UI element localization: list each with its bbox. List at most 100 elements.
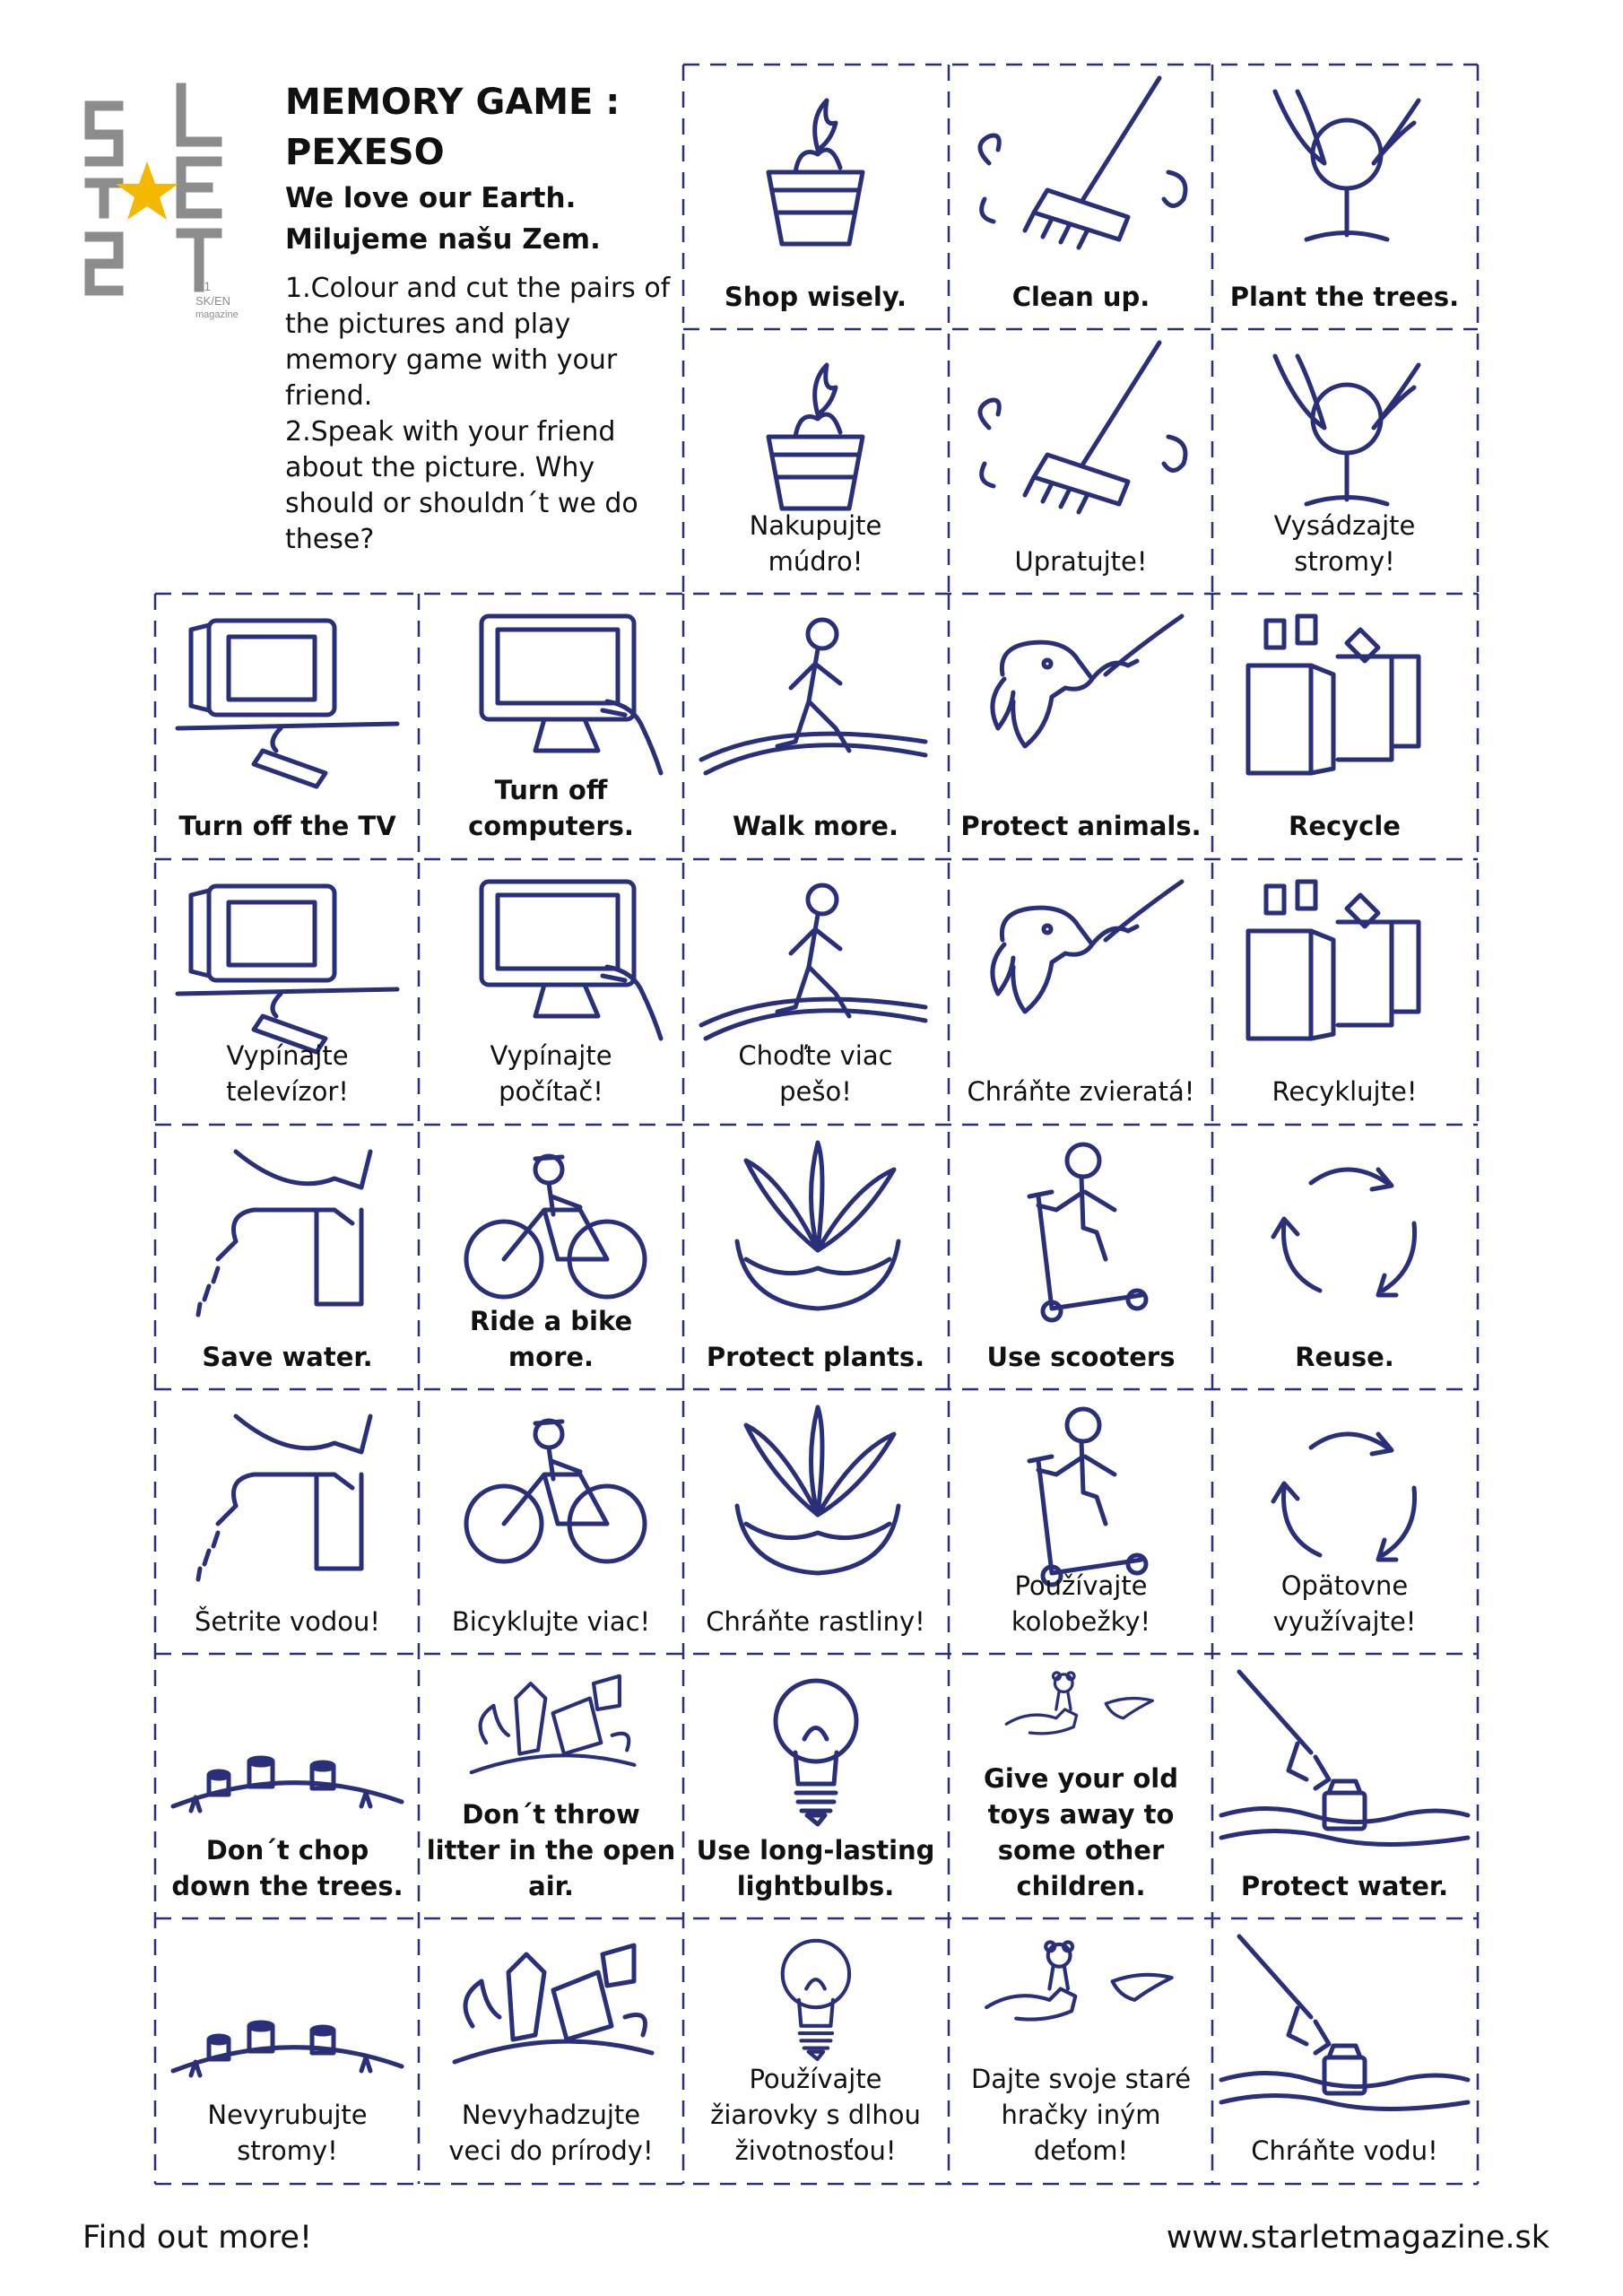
card-caption: Choďte viac pešo! [738,1040,893,1107]
broom-icon [977,340,1188,515]
dog-hand-icon [990,613,1185,749]
card-caption: Vypínajte počítač! [490,1040,612,1107]
card-caption: Nevyrubujte stromy! [207,2100,368,2166]
memory-card[interactable]: Don´t chop down the trees. [155,1654,420,1918]
card-caption: Chráňte vodu! [1251,2135,1438,2166]
bicycle-icon [464,1418,647,1564]
card-caption: Opätovne využívajte! [1272,1570,1417,1637]
memory-card[interactable]: Opätovne využívajte! [1212,1389,1477,1654]
tree-stumps-icon [170,2020,404,2078]
card-caption: Šetrite vodou! [194,1606,381,1637]
memory-card[interactable]: Používajte kolobežky! [949,1389,1213,1654]
broom-icon [977,75,1188,250]
memory-card[interactable]: Use scooters [949,1125,1213,1389]
page-title-line1: MEMORY GAME : [285,82,621,123]
memory-card[interactable]: Dajte svoje staré hračky iným deťom! [949,1918,1213,2183]
card-caption: Use long-lasting lightbulbs. [696,1835,935,1901]
card-caption: Používajte žiarovky s dlhou životnosťou! [710,2064,921,2166]
memory-card[interactable]: Vypínajte počítač! [419,859,683,1124]
memory-card[interactable]: Nevyhadzujte veci do prírody! [419,1918,683,2183]
card-caption: Protect water. [1240,1871,1449,1901]
memory-card[interactable]: Turn off the TV [155,594,420,858]
dog-hand-icon [990,879,1185,1014]
tv-icon [175,883,400,1055]
memory-card[interactable]: Walk more. [683,594,948,858]
memory-card[interactable]: Šetrite vodou! [155,1389,420,1654]
card-caption: Don´t chop down the trees. [171,1835,404,1901]
memory-card[interactable]: Chráňte zvieratá! [949,859,1213,1124]
tree-stumps-icon [170,1755,404,1813]
computer-icon [479,613,664,776]
tv-icon [175,618,400,789]
memory-card[interactable]: Shop wisely. [683,65,948,329]
memory-card[interactable]: Nakupujte múdro! [683,329,948,594]
card-caption: Shop wisely. [724,282,907,312]
memory-card[interactable]: Vysádzajte stromy! [1212,329,1477,594]
basket-icon [766,362,865,511]
card-caption: Turn off computers. [468,775,634,841]
faucet-icon [195,1413,373,1582]
memory-card[interactable]: Upratujte! [949,329,1213,594]
card-caption: Plant the trees. [1229,282,1460,312]
card-caption: Nakupujte múdro! [749,510,882,577]
memory-card[interactable]: Protect plants. [683,1125,948,1389]
memory-card[interactable]: Save water. [155,1125,420,1389]
recycle-bins-icon [1245,879,1421,1041]
memory-card[interactable]: Recyklujte! [1212,859,1477,1124]
footer-website[interactable]: www.starletmagazine.sk [1166,2220,1549,2256]
memory-card[interactable]: Protect animals. [949,594,1213,858]
logo-word: magazine [195,309,239,320]
memory-card[interactable]: Clean up. [949,65,1213,329]
starlet-logo: A1 SK/EN magazine [84,83,239,320]
memory-card[interactable]: Nevyrubujte stromy! [155,1918,420,2183]
reuse-arrows-icon [1271,1431,1418,1562]
card-caption: Vypínajte televízor! [226,1040,349,1107]
memory-card[interactable]: Give your old toys away to some other ch… [949,1654,1213,1918]
memory-card[interactable]: Use long-lasting lightbulbs. [683,1654,948,1918]
page-title-line2: PEXESO [285,132,445,173]
walking-person-icon [699,617,928,776]
card-caption: Recycle [1289,811,1401,841]
memory-card[interactable]: Používajte žiarovky s dlhou životnosťou! [683,1918,948,2183]
faucet-icon [195,1149,373,1318]
reuse-arrows-icon [1271,1167,1418,1298]
memory-card[interactable]: Protect water. [1212,1654,1477,1918]
card-caption: Chráňte rastliny! [706,1606,925,1637]
card-caption: Reuse. [1295,1342,1394,1372]
memory-card[interactable]: Recycle [1212,594,1477,858]
card-caption: Vysádzajte stromy! [1273,510,1416,577]
litter-picker-icon [1219,1934,1471,2111]
toy-giving-icon [985,1940,1174,2022]
toy-giving-icon [1004,1671,1155,1735]
memory-card[interactable]: Bicyklujte viac! [419,1389,683,1654]
card-caption: Používajte kolobežky! [1011,1570,1151,1637]
subtitle-english: We love our Earth. [285,182,577,214]
memory-card[interactable]: Choďte viac pešo! [683,859,948,1124]
memory-card[interactable]: Reuse. [1212,1125,1477,1389]
card-caption: Clean up. [1011,282,1150,312]
card-caption: Nevyhadzujte veci do prírody! [448,2100,654,2166]
memory-card[interactable]: Turn off computers. [419,594,683,858]
card-caption: Save water. [202,1342,373,1372]
card-caption: Protect plants. [706,1342,925,1372]
memory-card[interactable]: Chráňte vodu! [1212,1918,1477,2183]
card-caption: Protect animals. [960,811,1202,841]
memory-card[interactable]: Plant the trees. [1212,65,1477,329]
logo-lang: SK/EN [195,294,230,308]
tree-planting-icon [1272,353,1421,507]
card-caption: Chráňte zvieratá! [967,1076,1195,1107]
memory-card[interactable]: Don´t throw litter in the open air. [419,1654,683,1918]
card-caption: Ride a bike more. [469,1306,633,1372]
star-icon [116,161,178,220]
tree-planting-icon [1272,89,1421,242]
memory-card[interactable]: Vypínajte televízor! [155,859,420,1124]
card-caption: Use scooters [986,1342,1176,1372]
memory-card[interactable]: Chráňte rastliny! [683,1389,948,1654]
card-caption: Walk more. [733,811,898,841]
plant-hands-icon [734,1140,901,1311]
basket-icon [766,98,865,247]
card-caption: Give your old toys away to some other ch… [984,1763,1178,1901]
intro-section: MEMORY GAME : PEXESO We love our Earth. … [285,77,680,558]
computer-icon [479,879,664,1041]
memory-card[interactable]: Ride a bike more. [419,1125,683,1389]
